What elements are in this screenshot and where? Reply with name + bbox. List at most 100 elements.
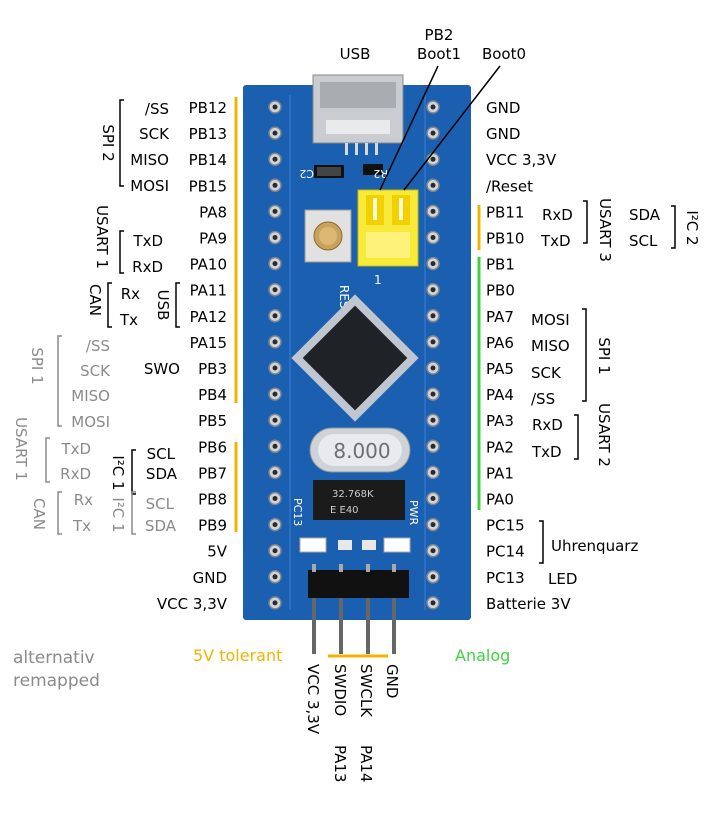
svg-text:SCL: SCL xyxy=(146,495,175,513)
right-pin-label: PC15 xyxy=(486,517,525,535)
label-usb: USB xyxy=(340,45,371,63)
group-spi1-remap: SPI 1 xyxy=(28,347,46,384)
svg-text:SWCLK: SWCLK xyxy=(357,664,375,718)
group-can: CAN xyxy=(86,284,104,316)
left-pin-label: VCC 3,3V xyxy=(157,595,228,613)
right-pin-label: PB11 xyxy=(486,203,524,221)
group-usart2: USART 2 xyxy=(595,403,613,467)
svg-text:Tx: Tx xyxy=(119,311,138,329)
right-pin-label: PA4 xyxy=(486,386,514,404)
left-pin-label: PB13 xyxy=(189,125,227,143)
swd-header xyxy=(308,564,409,654)
legend: alternativ remapped 5V tolerant Analog xyxy=(13,646,510,691)
group-usart3: USART 3 xyxy=(596,198,614,262)
bottom-labels: VCC 3,3V SWDIO SWCLK GND PA13 PA14 xyxy=(304,664,401,782)
svg-text:32.768K: 32.768K xyxy=(332,489,374,500)
right-pin-label: PA5 xyxy=(486,360,514,378)
svg-text:TxD: TxD xyxy=(531,443,562,461)
left-pin-label: PA10 xyxy=(190,256,227,274)
left-pin-label: GND xyxy=(193,569,227,587)
left-pin-label: PB12 xyxy=(189,99,227,117)
label-c2: C2 xyxy=(299,167,314,180)
svg-text:RxD: RxD xyxy=(60,465,91,483)
svg-text:/SS: /SS xyxy=(86,337,110,355)
legend-alternativ: alternativ xyxy=(13,648,95,668)
right-pin-label: PA1 xyxy=(486,464,514,482)
right-pin-label: PA3 xyxy=(486,412,514,430)
svg-text:/SS: /SS xyxy=(145,100,169,118)
legend-bars xyxy=(234,97,481,658)
legend-5v-tolerant: 5V tolerant xyxy=(193,646,282,665)
left-pin-label: PB4 xyxy=(198,386,227,404)
svg-text:RxD: RxD xyxy=(132,258,163,276)
group-can-remap: CAN xyxy=(30,498,48,530)
svg-text:SDA: SDA xyxy=(145,517,177,535)
label-pb2: PB2 xyxy=(425,26,454,44)
group-spi2: SPI 2 xyxy=(99,124,117,161)
svg-text:Tx: Tx xyxy=(72,517,91,535)
left-pin-label: PB3 xyxy=(198,360,227,378)
svg-text:TxD: TxD xyxy=(540,232,571,250)
svg-text:SCK: SCK xyxy=(80,362,111,380)
left-pin-labels: PB12PB13PB14PB15PA8PA9PA10PA11PA12PA15PB… xyxy=(157,99,228,613)
group-i2c1: I²C 1 xyxy=(109,455,127,490)
svg-text:SWDIO: SWDIO xyxy=(331,664,349,716)
right-pin-label: VCC 3,3V xyxy=(486,151,557,169)
left-pin-label: PB9 xyxy=(198,517,227,535)
right-pin-label: PB1 xyxy=(486,256,515,274)
svg-text:Rx: Rx xyxy=(74,491,93,509)
svg-text:MOSI: MOSI xyxy=(130,177,169,195)
crystal-label: 8.000 xyxy=(333,439,390,463)
mcu-chip xyxy=(291,294,419,422)
svg-text:SCL: SCL xyxy=(147,445,176,463)
right-pin-label: PC14 xyxy=(486,543,525,561)
right-pin-label: PB10 xyxy=(486,230,524,248)
group-i2c2: I²C 2 xyxy=(683,210,701,245)
svg-text:TxD: TxD xyxy=(60,440,91,458)
svg-text:SCK: SCK xyxy=(531,364,562,382)
svg-text:MOSI: MOSI xyxy=(531,311,570,329)
svg-text:SDA: SDA xyxy=(146,465,178,483)
left-pin-label: PB8 xyxy=(198,491,227,509)
label-r2: R2 xyxy=(373,167,388,180)
crystal-8mhz: 8.000 xyxy=(309,427,411,473)
group-usb: USB xyxy=(154,290,172,321)
label-swo: SWO xyxy=(144,360,180,378)
left-pin-label: 5V xyxy=(207,543,228,561)
label-boot0: Boot0 xyxy=(482,45,526,63)
left-pin-label: PB6 xyxy=(198,438,227,456)
svg-text:MISO: MISO xyxy=(531,337,570,355)
right-pin-label: GND xyxy=(486,99,520,117)
boot-jumpers: 1 xyxy=(357,189,419,287)
legend-analog: Analog xyxy=(455,646,510,665)
label-pc13-board: PC13 xyxy=(291,498,304,526)
svg-text:PA13: PA13 xyxy=(331,745,349,782)
right-pin-label: PA7 xyxy=(486,308,514,326)
crystal-32k: 32.768K E E40 xyxy=(313,480,405,520)
left-pin-label: PB7 xyxy=(198,464,227,482)
svg-text:RxD: RxD xyxy=(532,416,563,434)
left-pin-label: PB15 xyxy=(189,177,227,195)
left-pin-label: PB5 xyxy=(198,412,227,430)
right-pin-label: PA6 xyxy=(486,334,514,352)
group-i2c1-remap: I²C 1 xyxy=(109,497,127,532)
left-pin-label: PA11 xyxy=(190,282,227,300)
label-uhrenquarz: Uhrenquarz xyxy=(551,537,638,555)
right-pin-label: /Reset xyxy=(486,177,533,195)
svg-text:VCC 3,3V: VCC 3,3V xyxy=(304,664,322,735)
label-boot1: Boot1 xyxy=(417,45,461,63)
svg-text:GND: GND xyxy=(383,664,401,698)
svg-text:TxD: TxD xyxy=(132,232,163,250)
svg-text:Rx: Rx xyxy=(121,285,140,303)
svg-text:E E40: E E40 xyxy=(330,505,359,516)
right-pin-label: PC13 xyxy=(486,569,525,587)
svg-text:SDA: SDA xyxy=(629,206,661,224)
svg-text:SCL: SCL xyxy=(629,232,658,250)
label-one: 1 xyxy=(374,273,382,287)
right-pin-label: PA0 xyxy=(486,491,514,509)
left-functions: SPI 2 /SS SCK MISO MOSI USART 1 TxD RxD … xyxy=(86,99,180,495)
right-functions: RxD TxD USART 3 SDA SCL I²C 2 MOSI MISO … xyxy=(531,198,701,588)
right-pin-label: PB0 xyxy=(486,282,515,300)
usb-connector xyxy=(312,74,404,155)
